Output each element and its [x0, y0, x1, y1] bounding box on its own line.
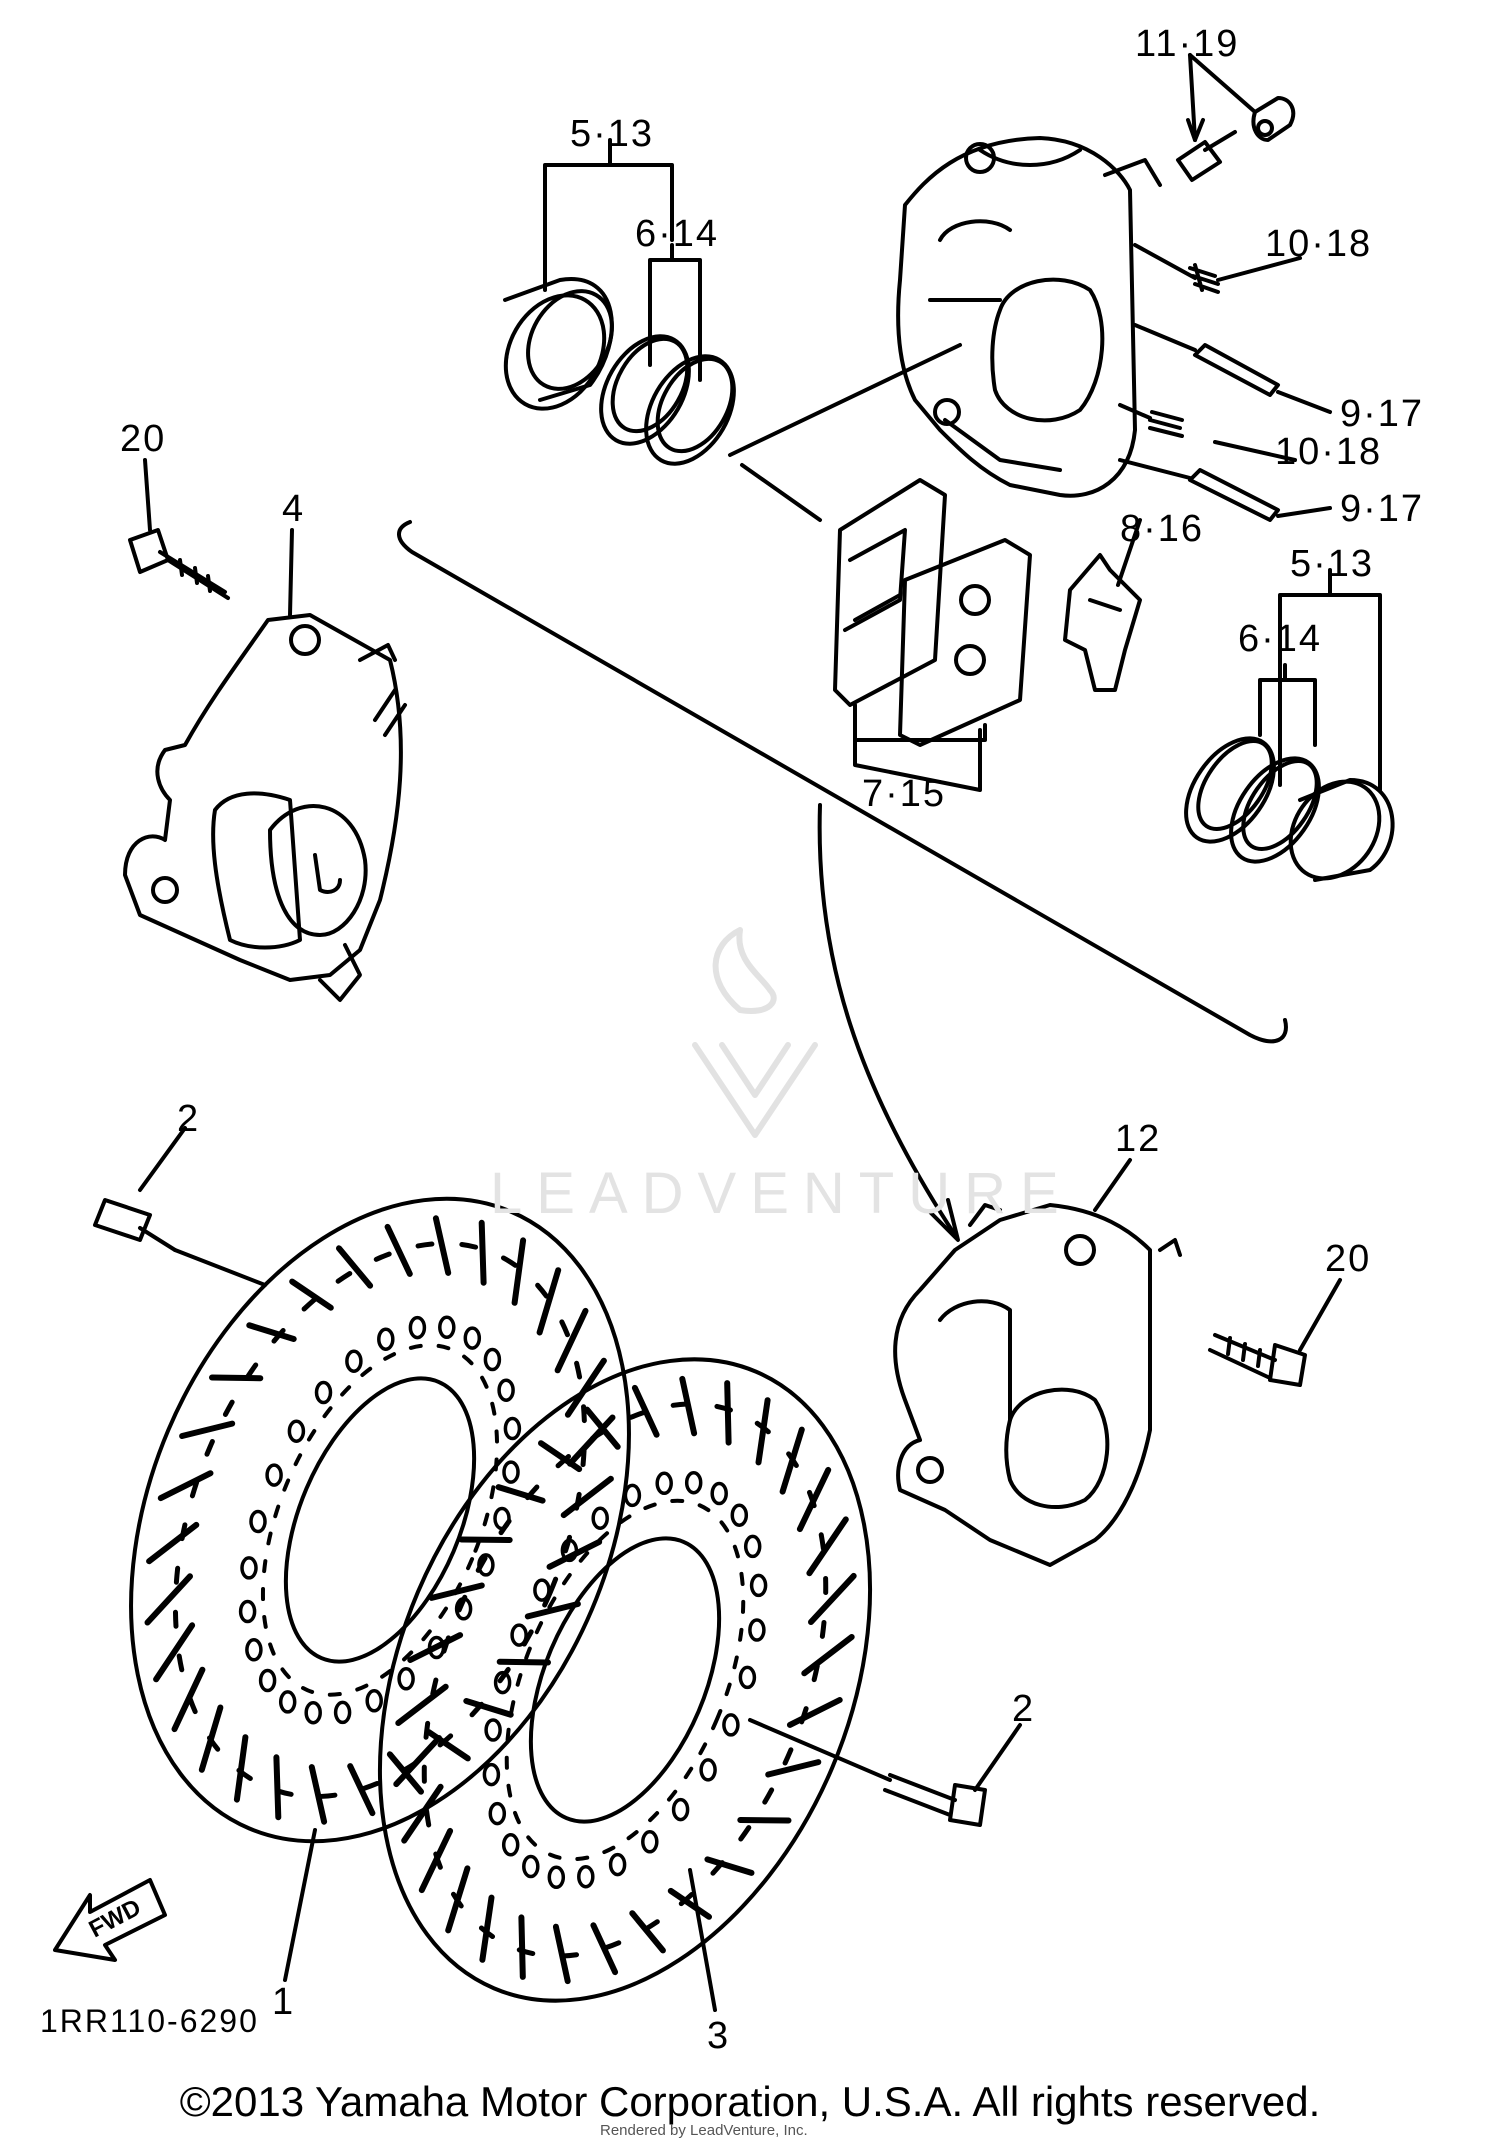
- exploded-group-bracket: [397, 520, 1288, 1044]
- pad-spring: [1063, 553, 1142, 692]
- seals-right: [1184, 736, 1321, 864]
- callout-8-16: 8·16: [1120, 508, 1205, 550]
- callout-12: 12: [1115, 1118, 1162, 1160]
- pin-top: [1193, 343, 1280, 397]
- diagram-code: 1RR110-6290: [40, 2003, 259, 2039]
- spring-mid: [1148, 410, 1184, 438]
- bolt-2-right: [883, 1773, 987, 1827]
- disc-holes: [238, 1315, 522, 1725]
- piston-top: [503, 277, 614, 411]
- callout-9-17-mid: 9·17: [1340, 488, 1425, 530]
- disc-holes: [482, 1470, 768, 1890]
- bolt-20-left: [128, 528, 230, 600]
- watermark-text: LEADVENTURE: [490, 1161, 1073, 1226]
- seals-top: [599, 334, 736, 466]
- callout-10-18-mid: 10·18: [1275, 431, 1383, 473]
- callout-5-13-top: 5·13: [570, 113, 655, 155]
- watermark-logo-icon: [692, 927, 818, 1138]
- callout-6-14-top: 6·14: [635, 213, 720, 255]
- brake-disc-right: [377, 1357, 873, 2003]
- assembly-arrow: [817, 803, 957, 1237]
- spring-top: [1188, 263, 1220, 294]
- caliper-right-12: [893, 1203, 1182, 1567]
- callout-20-right: 20: [1325, 1238, 1372, 1280]
- disc-vent-slots: [144, 1215, 616, 1825]
- fwd-arrow-icon: [53, 1878, 167, 1962]
- caliper-body-top: [896, 136, 1162, 498]
- callout-7-15: 7·15: [862, 773, 947, 815]
- callout-11-19: 11·19: [1135, 23, 1240, 65]
- pin-bottom: [1188, 468, 1280, 522]
- brake-pads: [833, 478, 1032, 747]
- callout-2-right: 2: [1012, 1688, 1036, 1730]
- copyright-notice: ©2013 Yamaha Motor Corporation, U.S.A. A…: [179, 2078, 1321, 2125]
- bolt-20-right: [1208, 1333, 1307, 1387]
- bleeder-screw: [1176, 96, 1296, 182]
- disc-vent-slots: [393, 1375, 857, 1985]
- piston-right: [1288, 778, 1395, 882]
- callout-20-left: 20: [120, 418, 167, 460]
- callout-1: 1: [272, 1981, 296, 2023]
- callout-5-13-right: 5·13: [1290, 543, 1375, 585]
- callout-2-left: 2: [177, 1098, 201, 1140]
- rendered-by-credit: Rendered by LeadVenture, Inc.: [600, 2122, 808, 2139]
- callout-9-17-top: 9·17: [1340, 393, 1425, 435]
- caliper-left: [123, 613, 407, 1002]
- callout-6-14-right: 6·14: [1238, 618, 1323, 660]
- callout-4: 4: [282, 488, 306, 530]
- callout-3: 3: [707, 2015, 731, 2057]
- callout-10-18-top: 10·18: [1265, 223, 1373, 265]
